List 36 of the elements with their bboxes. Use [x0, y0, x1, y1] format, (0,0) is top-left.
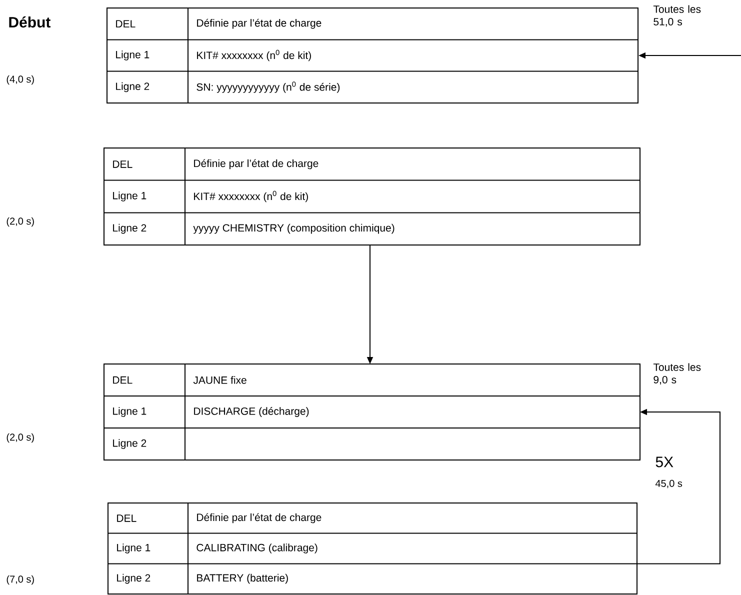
table-cell: Définie par l’état de charge [194, 159, 318, 170]
status-table [104, 364, 640, 460]
repeat-label: 5X [656, 456, 674, 468]
table-cell: Ligne 1 [116, 50, 150, 60]
table-cell: DEL [117, 514, 136, 522]
table-cell: KIT# xxxxxxxx (n$^{0}$ de kit) [194, 190, 308, 202]
table-cell: yyyyy CHEMISTRY (composition chimique) [193, 224, 394, 234]
table-cell: Définie par l’état de charge [197, 513, 322, 524]
table-cell: JAUNE fixe [193, 376, 246, 384]
table-cell: Définie par l’état de charge [197, 18, 322, 29]
repeat-label: 45,0 s [655, 480, 682, 488]
duration-label: (2,0 s) [6, 433, 34, 443]
table-cell: DEL [113, 160, 132, 168]
duration-label: (7,0 s) [6, 575, 34, 585]
table-cell: Ligne 2 [117, 574, 150, 584]
table-cell: Ligne 1 [117, 544, 150, 554]
status-table [108, 502, 638, 594]
table-cell: SN: yyyyyyyyyyyy (n$^{0}$ de série) [196, 82, 340, 93]
table-cell: DISCHARGE (décharge) [194, 407, 309, 417]
table-cell: DEL [113, 376, 132, 384]
table-cell: Ligne 2 [113, 224, 146, 234]
table-cell: Ligne 1 [113, 407, 146, 417]
edge-label: Toutes les 9,0 s [653, 363, 701, 385]
table-cell: Ligne 1 [113, 192, 146, 202]
status-table [106, 8, 638, 104]
table-cell: CALIBRATING (calibrage) [196, 544, 318, 554]
heading: Début [9, 16, 51, 28]
edge-label: Toutes les 51,0 s [653, 5, 701, 27]
table-cell: BATTERY (batterie) [197, 574, 288, 584]
status-table [104, 148, 640, 246]
table-cell: KIT# xxxxxxxx (n$^{0}$ de kit) [197, 50, 311, 62]
duration-label: (2,0 s) [6, 217, 34, 227]
table-cell: Ligne 2 [116, 82, 150, 92]
table-cell: DEL [116, 20, 136, 28]
duration-label: (4,0 s) [6, 75, 34, 85]
table-cell: Ligne 2 [113, 439, 146, 449]
